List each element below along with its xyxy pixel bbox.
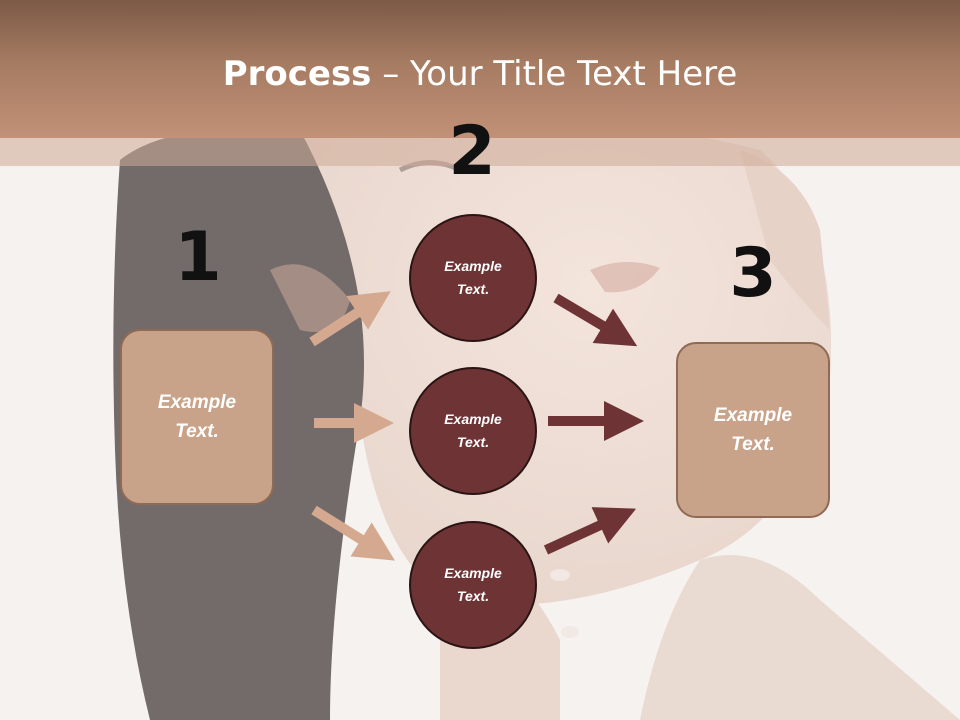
step-number-3: 3 [729, 234, 777, 313]
slide-title: Process – Your Title Text Here [0, 52, 960, 96]
step-3-box: Example Text. [676, 342, 830, 518]
circle-middle-text: Example Text. [444, 411, 502, 450]
circle-top-text: Example Text. [444, 258, 502, 297]
title-rest: – Your Title Text Here [371, 54, 738, 94]
step-number-1: 1 [174, 218, 222, 297]
step-1-box-text: Example Text. [157, 392, 237, 442]
step-2-circle-top: Example Text. [409, 214, 537, 342]
title-band [0, 0, 960, 138]
title-strip [0, 138, 960, 166]
step-2-circle-middle: Example Text. [409, 367, 537, 495]
circle-bottom-text: Example Text. [444, 565, 502, 604]
title-bold: Process [222, 54, 372, 94]
step-1-box: Example Text. [120, 329, 274, 505]
step-number-2: 2 [448, 112, 496, 191]
step-3-box-text: Example Text. [713, 405, 793, 455]
step-2-circle-bottom: Example Text. [409, 521, 537, 649]
